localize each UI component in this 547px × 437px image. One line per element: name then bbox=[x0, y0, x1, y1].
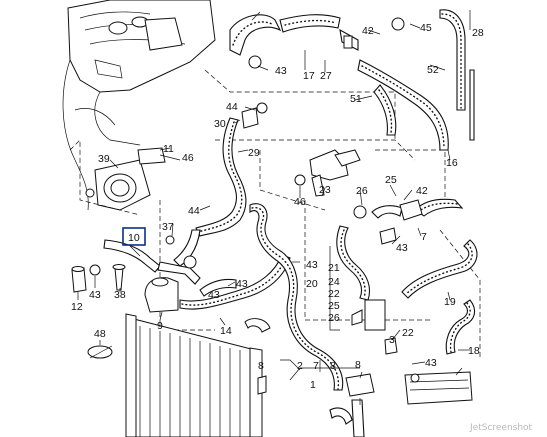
label-52: 52 bbox=[427, 64, 439, 76]
label-16: 16 bbox=[446, 157, 458, 169]
label-8-radiator: 8 bbox=[258, 360, 264, 372]
label-22-mid: 22 bbox=[328, 288, 340, 300]
label-43-top: 43 bbox=[275, 65, 287, 77]
label-23: 23 bbox=[319, 184, 331, 196]
label-42-mid: 42 bbox=[416, 185, 428, 197]
label-51: 51 bbox=[350, 93, 362, 105]
label-26-mid: 26 bbox=[328, 312, 340, 324]
hose-clamp-48 bbox=[87, 345, 113, 359]
label-30: 30 bbox=[214, 118, 226, 130]
upper-hoses bbox=[229, 9, 475, 151]
oil-cooler bbox=[404, 371, 473, 405]
label-19: 19 bbox=[444, 296, 456, 308]
label-43-left: 43 bbox=[89, 289, 101, 301]
small-tubes bbox=[103, 229, 201, 285]
label-26-top: 26 bbox=[356, 185, 368, 197]
label-1: 1 bbox=[310, 379, 316, 391]
label-25-top: 25 bbox=[385, 174, 397, 186]
label-43-right: 43 bbox=[396, 242, 408, 254]
hose-29 bbox=[195, 102, 268, 237]
selected-callout-label[interactable]: 10 bbox=[128, 232, 140, 244]
callout-labels: 42 45 28 43 17 27 52 44 30 51 11 46 29 3… bbox=[71, 22, 484, 391]
label-11: 11 bbox=[163, 143, 174, 155]
leader-lines bbox=[77, 10, 471, 405]
label-44-mid: 44 bbox=[188, 205, 200, 217]
label-45: 45 bbox=[420, 22, 432, 34]
label-43-lower: 43 bbox=[208, 289, 220, 301]
selected-callout-box[interactable] bbox=[122, 227, 146, 246]
label-3: 3 bbox=[389, 334, 395, 346]
label-44-top: 44 bbox=[226, 101, 238, 113]
label-18: 18 bbox=[468, 345, 480, 357]
expansion-tank bbox=[144, 254, 291, 313]
label-46-center: 46 bbox=[294, 196, 306, 208]
label-43-tank: 43 bbox=[236, 278, 248, 290]
label-48: 48 bbox=[94, 328, 106, 340]
thermostat-housing bbox=[85, 147, 166, 211]
clamp-8 bbox=[244, 318, 271, 395]
label-46-left: 46 bbox=[182, 152, 194, 164]
label-29: 29 bbox=[248, 147, 260, 159]
label-22-low: 22 bbox=[402, 327, 414, 339]
label-2: 2 bbox=[297, 360, 303, 372]
watermark: JetScreenshot bbox=[469, 423, 533, 433]
label-20: 20 bbox=[306, 278, 318, 290]
label-14: 14 bbox=[220, 325, 232, 337]
label-8-low: 8 bbox=[330, 360, 336, 372]
label-42-top: 42 bbox=[362, 25, 374, 37]
label-43-cooler: 43 bbox=[425, 357, 437, 369]
label-21: 21 bbox=[328, 262, 340, 274]
label-12: 12 bbox=[71, 301, 83, 313]
label-37: 37 bbox=[162, 221, 174, 233]
radiator bbox=[125, 313, 263, 437]
label-39: 39 bbox=[98, 153, 110, 165]
lower-center-hoses bbox=[329, 299, 398, 437]
right-middle-hoses bbox=[336, 198, 464, 301]
label-24: 24 bbox=[328, 276, 340, 288]
junction-23 bbox=[294, 149, 361, 197]
label-7-low: 7 bbox=[313, 360, 319, 372]
label-8-tank: 8 bbox=[355, 359, 361, 371]
label-38: 38 bbox=[114, 289, 126, 301]
label-27: 27 bbox=[320, 70, 332, 82]
small-parts-left bbox=[71, 264, 126, 293]
label-9: 9 bbox=[157, 320, 163, 332]
label-43-center: 43 bbox=[306, 259, 318, 271]
lower-hose-center bbox=[249, 203, 344, 391]
label-7-right: 7 bbox=[421, 231, 427, 243]
label-28: 28 bbox=[472, 27, 484, 39]
label-17: 17 bbox=[303, 70, 315, 82]
hose-19 bbox=[401, 239, 478, 355]
label-25-mid: 25 bbox=[328, 300, 340, 312]
